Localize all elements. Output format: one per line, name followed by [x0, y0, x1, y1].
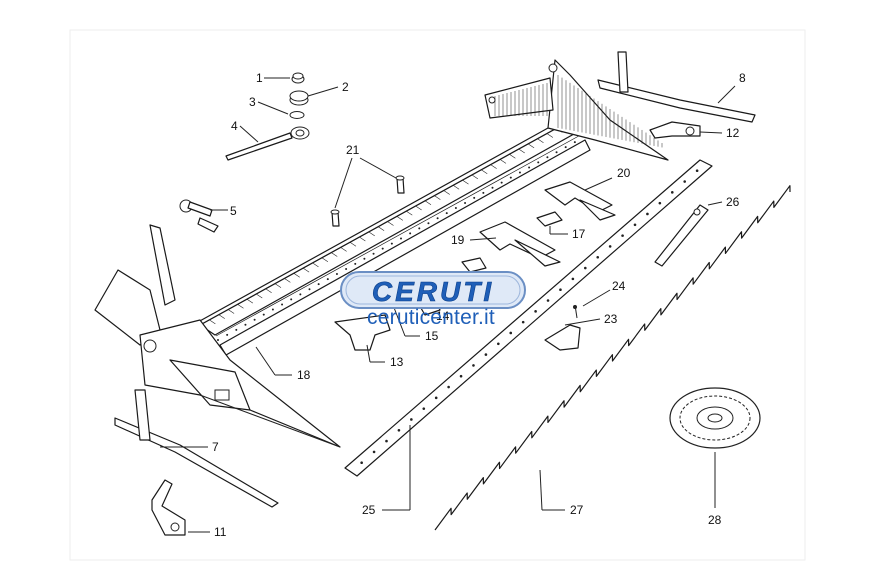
- label-part-19: 19: [451, 233, 465, 247]
- label-part-13: 13: [390, 355, 404, 369]
- label-part-23: 23: [604, 312, 618, 326]
- background-frame: [69, 29, 806, 561]
- label-part-1: 1: [256, 71, 263, 85]
- left-end-shoe: [94, 224, 341, 448]
- label-part-12: 12: [726, 126, 740, 140]
- bracket-12: [649, 121, 701, 139]
- friction-disc: [669, 387, 761, 449]
- guard-19: [479, 221, 561, 267]
- label-part-11: 11: [214, 525, 227, 539]
- label-part-15: 15: [425, 329, 439, 343]
- watermark-logo: CERUTI: [340, 271, 526, 309]
- beam-hatching: [199, 122, 576, 341]
- label-part-26: 26: [726, 195, 740, 209]
- label-part-2: 2: [342, 80, 349, 94]
- screw-24: [573, 304, 578, 319]
- plate-13: [334, 314, 391, 351]
- bolts-21: [330, 175, 405, 227]
- label-part-8: 8: [739, 71, 746, 85]
- label-part-25: 25: [362, 503, 376, 517]
- nut-1: [291, 72, 305, 84]
- part-labels: 1 2 3 4 5 21 8 12 20 17 19 26 24 23 15 1…: [212, 71, 746, 539]
- guard-20: [544, 181, 616, 221]
- washer-3: [289, 111, 305, 119]
- watermark-url: ceruticenter.it: [367, 306, 495, 329]
- knife-section: [434, 185, 791, 531]
- label-part-4: 4: [231, 119, 238, 133]
- plate-hatching: [494, 75, 663, 148]
- leader-lines: [160, 77, 736, 533]
- label-part-21: 21: [346, 143, 360, 157]
- finger-bar: [344, 159, 713, 477]
- bracket-23: [544, 324, 581, 351]
- label-part-20: 20: [617, 166, 631, 180]
- bolt-5: [179, 199, 219, 233]
- watermark-logo-text: CERUTI: [372, 276, 494, 307]
- label-part-17: 17: [572, 227, 586, 241]
- right-end-plate: [484, 59, 669, 161]
- label-part-27: 27: [570, 503, 584, 517]
- right-skid: [597, 51, 756, 123]
- label-part-24: 24: [612, 279, 626, 293]
- left-skid: [114, 389, 279, 508]
- nut-2: [289, 90, 309, 106]
- bracket-11: [151, 479, 186, 536]
- label-part-7: 7: [212, 440, 219, 454]
- label-part-3: 3: [249, 95, 256, 109]
- knife-head: [654, 204, 709, 267]
- label-part-5: 5: [230, 204, 237, 218]
- clip-small: [461, 257, 487, 273]
- eye-bolt-4: [225, 126, 310, 161]
- finger-bar-holes: [360, 169, 699, 465]
- label-part-14: 14: [436, 309, 450, 323]
- label-part-18: 18: [297, 368, 311, 382]
- clip-17: [536, 211, 563, 227]
- label-part-28: 28: [708, 513, 722, 527]
